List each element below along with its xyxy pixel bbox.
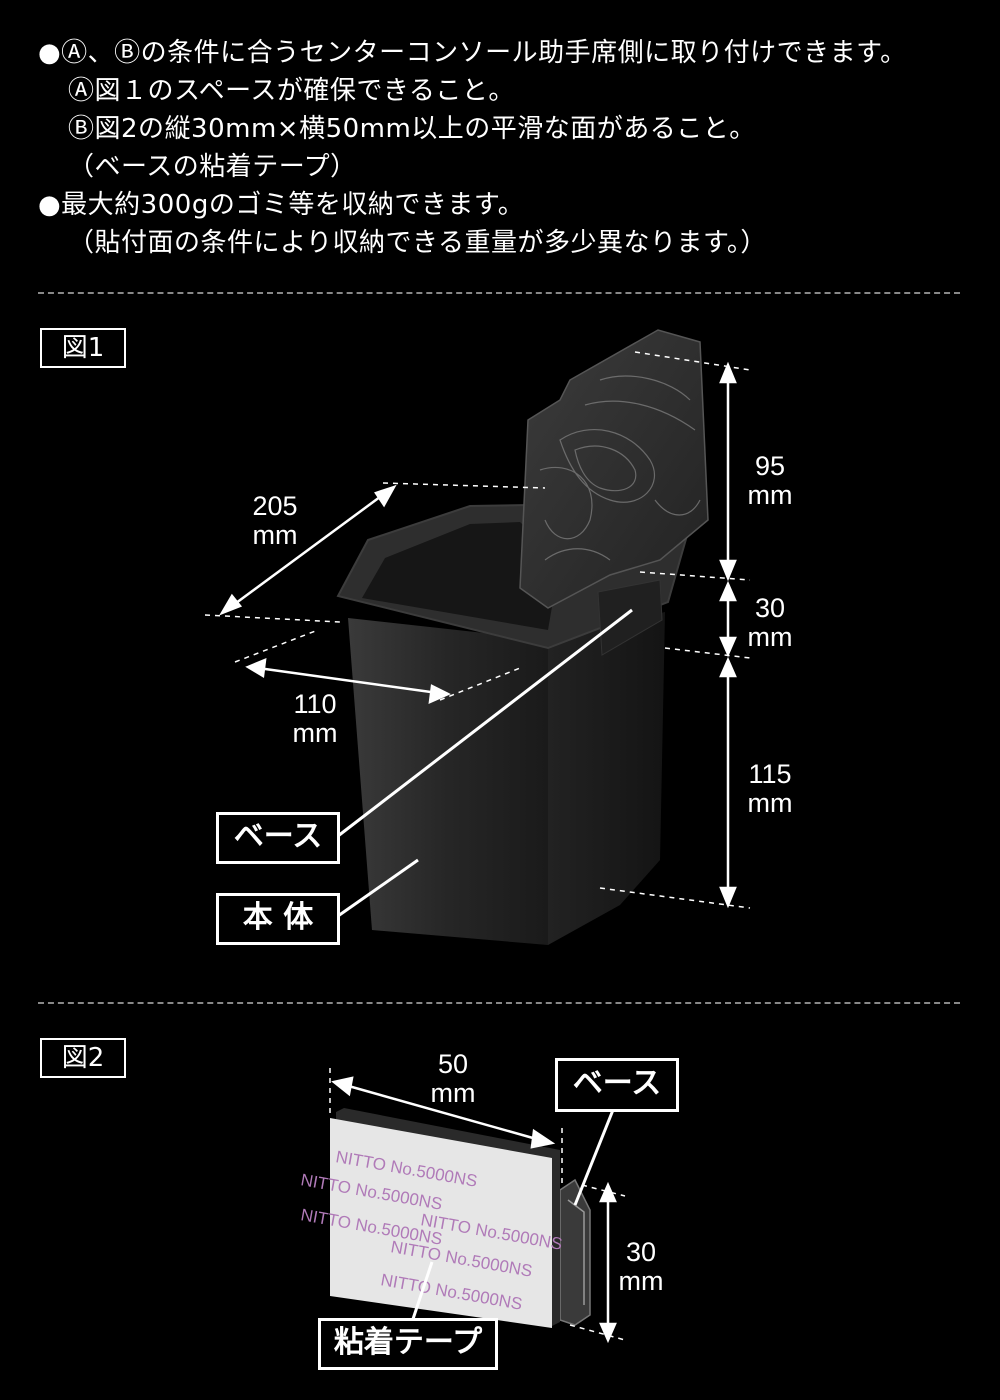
note-line-1: ●Ⓐ、Ⓑの条件に合うセンターコンソール助手席側に取り付けできます。	[38, 38, 907, 68]
figure1-label: 図1	[40, 328, 126, 368]
figure1-leaders	[337, 608, 633, 918]
note-line-3: Ⓑ図2の縦30mm×横50mm以上の平滑な面があること。	[68, 114, 756, 144]
callout-body-fig1: 本 体	[216, 893, 340, 945]
note-line-2: Ⓐ図１のスペースが確保できること。	[68, 76, 515, 106]
figure2-label: 図2	[40, 1038, 126, 1078]
callout-tape-fig2: 粘着テープ	[318, 1318, 498, 1370]
notes-section: ●Ⓐ、Ⓑの条件に合うセンターコンソール助手席側に取り付けできます。 Ⓐ図１のスペ…	[38, 34, 978, 262]
note-line-6: （貼付面の条件により収納できる重量が多少異なります。）	[68, 228, 767, 258]
divider-middle	[38, 1002, 960, 1004]
bin-lid	[519, 329, 709, 609]
note-line-4: （ベースの粘着テープ）	[68, 152, 357, 182]
note-line-5: ●最大約300gのゴミ等を収納できます。	[38, 190, 525, 220]
lid-topo-pattern	[539, 375, 701, 561]
figure2-illustration: NITTO No.5000NS NITTO No.5000NS NITTO No…	[299, 1068, 626, 1344]
bin-opening	[362, 522, 560, 630]
figure1-guides	[204, 351, 751, 909]
bin-body-side	[548, 612, 665, 945]
bin-body-front	[348, 618, 548, 945]
divider-top	[38, 292, 960, 294]
callout-base-fig2: ベース	[555, 1058, 679, 1112]
callout-base-fig1: ベース	[216, 812, 340, 864]
figure1-arrows	[219, 361, 737, 909]
tape-sheet	[330, 1118, 552, 1328]
